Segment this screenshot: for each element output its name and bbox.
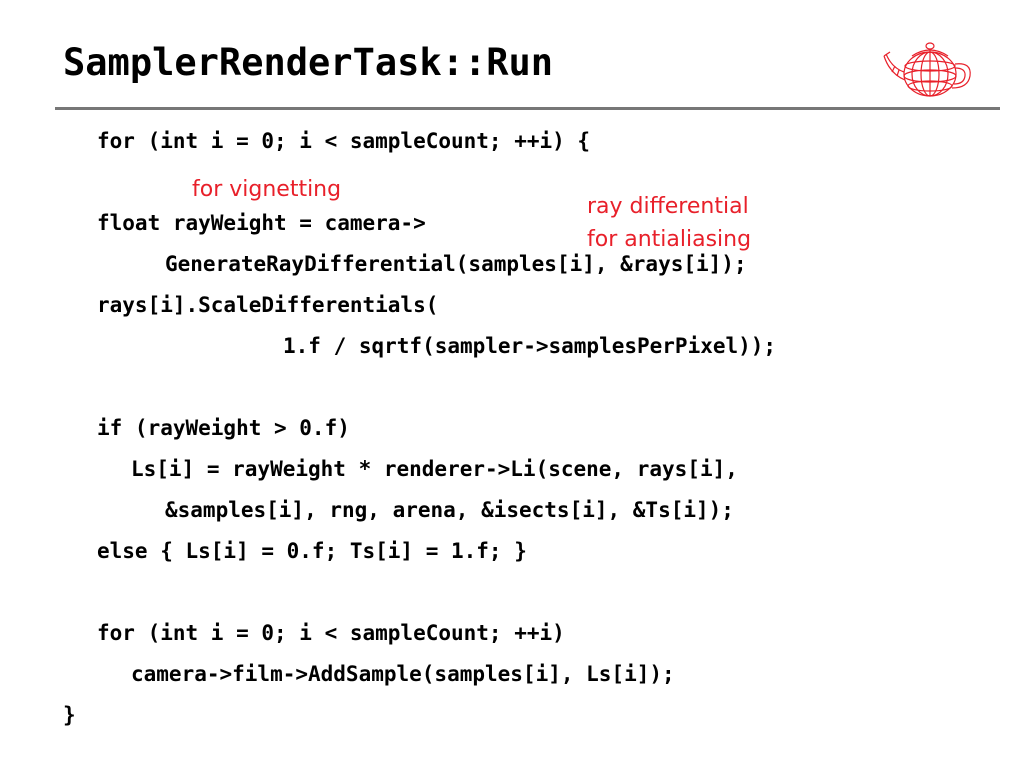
title-divider	[55, 107, 1000, 110]
annotation-antialiasing: for antialiasing	[587, 227, 752, 252]
code-line: Ls[i] = rayWeight * renderer->Li(scene, …	[131, 457, 738, 481]
code-line: for (int i = 0; i < sampleCount; ++i)	[97, 621, 565, 645]
annotation-ray-differential: ray differential	[587, 194, 749, 219]
code-line: &samples[i], rng, arena, &isects[i], &Ts…	[165, 498, 734, 522]
code-line: else { Ls[i] = 0.f; Ts[i] = 1.f; }	[97, 539, 527, 563]
code-line: float rayWeight = camera->	[97, 211, 426, 235]
annotation-vignetting: for vignetting	[192, 177, 342, 202]
code-line: GenerateRayDifferential(samples[i], &ray…	[165, 252, 747, 276]
teapot-icon	[883, 42, 971, 97]
code-line: camera->film->AddSample(samples[i], Ls[i…	[131, 662, 675, 686]
code-line: if (rayWeight > 0.f)	[97, 416, 350, 440]
slide-title: SamplerRenderTask::Run	[63, 41, 554, 84]
code-line: for (int i = 0; i < sampleCount; ++i) {	[97, 129, 591, 153]
code-line: 1.f / sqrtf(sampler->samplesPerPixel));	[283, 334, 777, 358]
code-line: rays[i].ScaleDifferentials(	[97, 293, 439, 317]
code-line: }	[63, 703, 76, 727]
